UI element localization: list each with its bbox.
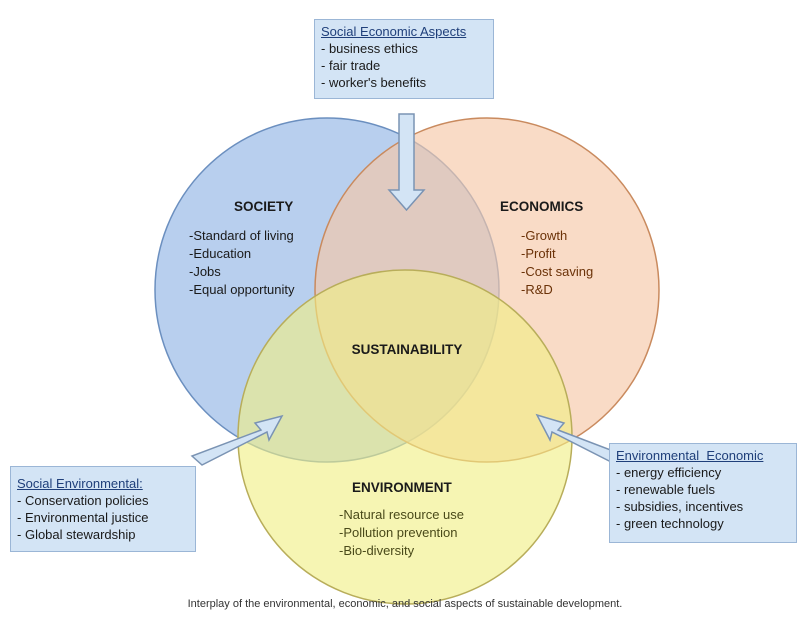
list-item: worker's benefits (321, 74, 487, 91)
environmental-economic-list: energy efficiency renewable fuels subsid… (616, 464, 790, 532)
society-item: -Standard of living (189, 228, 294, 243)
list-item: renewable fuels (616, 481, 790, 498)
economics-item: -Growth (521, 228, 567, 243)
social-economic-list: business ethics fair trade worker's bene… (321, 40, 487, 91)
list-item: Global stewardship (17, 526, 189, 543)
list-item: fair trade (321, 57, 487, 74)
society-item: -Education (189, 246, 251, 261)
social-environmental-box: Social Environmental: Conservation polic… (10, 466, 196, 552)
environment-item: -Bio-diversity (339, 543, 415, 558)
environment-item: -Pollution prevention (339, 525, 458, 540)
economics-item: -Cost saving (521, 264, 593, 279)
arrow-down-icon (387, 113, 426, 212)
arrow-up-right-icon (190, 414, 284, 466)
list-item: energy efficiency (616, 464, 790, 481)
environmental-economic-title: Environmental Economic (616, 448, 764, 463)
social-economic-title: Social Economic Aspects (321, 24, 467, 39)
environment-title: ENVIRONMENT (352, 480, 453, 495)
environment-item: -Natural resource use (339, 507, 464, 522)
list-item: subsidies, incentives (616, 498, 790, 515)
list-item: green technology (616, 515, 790, 532)
list-item: Environmental justice (17, 509, 189, 526)
society-title: SOCIETY (234, 199, 293, 214)
list-item: Conservation policies (17, 492, 189, 509)
list-item: business ethics (321, 40, 487, 57)
economics-item: -R&D (521, 282, 553, 297)
social-economic-box: Social Economic Aspects business ethics … (314, 19, 494, 99)
sustainability-label: SUSTAINABILITY (352, 342, 463, 357)
society-item: -Equal opportunity (189, 282, 295, 297)
social-environmental-title: Social Environmental: (17, 476, 143, 491)
environmental-economic-box: Environmental Economic energy efficiency… (609, 443, 797, 543)
economics-item: -Profit (521, 246, 556, 261)
figure-caption: Interplay of the environmental, economic… (187, 598, 623, 610)
economics-title: ECONOMICS (500, 199, 583, 214)
society-item: -Jobs (189, 264, 221, 279)
social-environmental-list: Conservation policies Environmental just… (17, 492, 189, 543)
